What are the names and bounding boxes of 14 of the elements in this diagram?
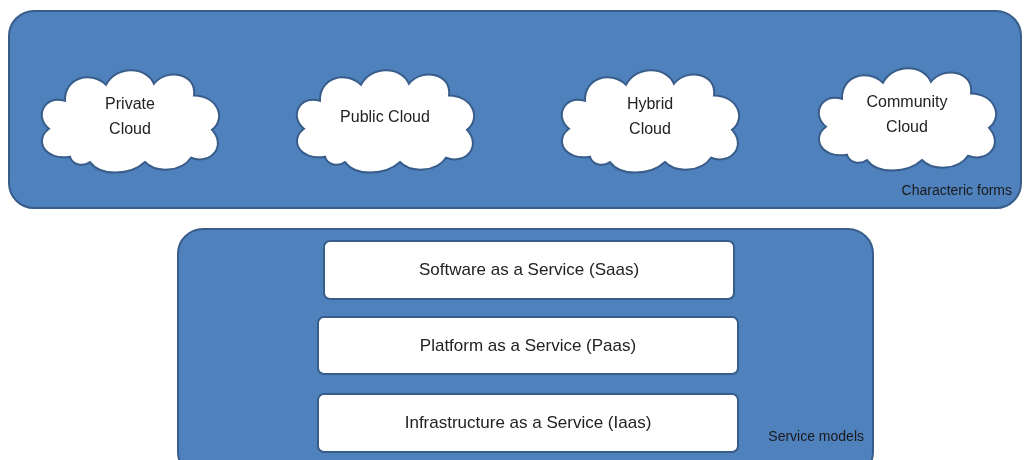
cloud-label: Private Cloud <box>104 94 156 139</box>
layer-box <box>317 393 739 453</box>
layer-box <box>317 316 739 375</box>
layer-label: Software as a Service (Saas) <box>418 260 640 280</box>
group-panel <box>177 228 874 460</box>
layer-label: Platform as a Service (Paas) <box>419 335 637 356</box>
layer-label: Infrastructure as a Service (Iaas) <box>404 413 652 433</box>
layer-box <box>323 240 735 300</box>
panel-label: Service models <box>768 428 864 444</box>
cloud-label: Community Cloud <box>865 92 949 137</box>
group-panel <box>8 10 1022 209</box>
panel-label: Characteric forms <box>901 182 1012 198</box>
cloud-label: Public Cloud <box>340 106 430 127</box>
cloud-label: Hybrid Cloud <box>625 94 675 139</box>
